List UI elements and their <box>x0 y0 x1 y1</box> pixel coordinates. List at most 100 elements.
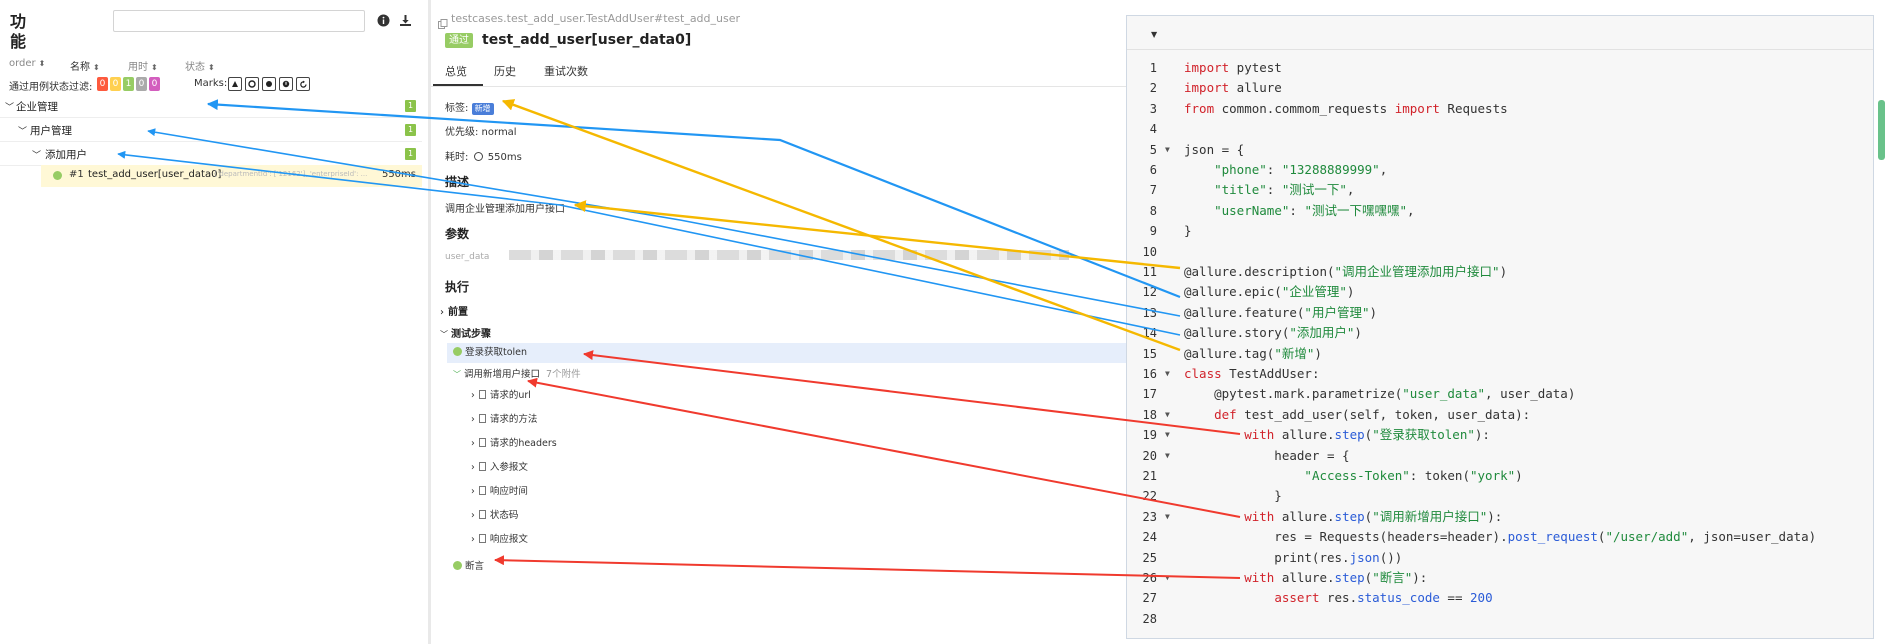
tab-history[interactable]: 历史 <box>494 65 516 78</box>
count-badge: 1 <box>405 100 416 112</box>
attachment-item[interactable]: ›请求的headers <box>471 438 557 449</box>
status-filter-label: 通过用例状态过滤: <box>9 82 93 93</box>
line-number: 11 <box>1142 265 1157 279</box>
tree-panel: 功能 order⬍ 名称⬍ 用时⬍ 状态⬍ 通过用例状态过滤: 0 0 1 0 … <box>0 0 428 644</box>
tree-group-story[interactable]: ﹀ 添加用户 1 <box>0 142 422 166</box>
code-text: class TestAddUser: <box>1184 366 1320 381</box>
chevron-down-icon: ﹀ <box>440 330 448 339</box>
sort-name[interactable]: 名称⬍ <box>70 62 100 73</box>
retries-mark-icon[interactable] <box>296 77 310 91</box>
attachment-item[interactable]: ›请求的方法 <box>471 414 538 425</box>
code-text: @allure.tag("新增") <box>1184 345 1322 361</box>
test-detail-panel: testcases.test_add_user.TestAddUser#test… <box>431 0 1126 644</box>
clock-icon <box>473 151 483 161</box>
line-number: 7 <box>1149 183 1157 198</box>
code-text: @allure.story("添加用户") <box>1184 325 1362 341</box>
tree-label: 添加用户 <box>45 149 87 161</box>
tag-badge: 新增 <box>471 103 494 115</box>
line-number: 14 <box>1142 326 1157 341</box>
line-number: 8 <box>1149 203 1157 218</box>
active-tab-indicator <box>433 84 483 86</box>
breadcrumb: testcases.test_add_user.TestAddUser#test… <box>451 12 741 25</box>
count-badge: 1 <box>405 124 416 136</box>
fold-icon[interactable]: ▼ <box>1165 369 1170 378</box>
attachment-item[interactable]: ›状态码 <box>471 510 519 521</box>
sort-duration[interactable]: 用时⬍ <box>128 62 158 73</box>
line-number: 10 <box>1142 244 1157 259</box>
filter-broken[interactable]: 0 <box>110 77 121 91</box>
line-number: 15 <box>1142 346 1157 361</box>
attachment-item[interactable]: ›入参报文 <box>471 462 528 473</box>
tree-group-epic[interactable]: ﹀ 企业管理 1 <box>0 94 422 118</box>
line-number: 20 <box>1142 448 1157 463</box>
tab-overview[interactable]: 总览 <box>445 65 467 78</box>
code-text: header = { <box>1184 447 1350 463</box>
tree-group-feature[interactable]: ﹀ 用户管理 1 <box>0 118 422 142</box>
filter-passed[interactable]: 1 <box>123 77 134 91</box>
code-line: 17 @pytest.mark.parametrize("user_data",… <box>1127 384 1873 404</box>
code-line: 4 <box>1127 119 1873 139</box>
new-passed-mark-icon[interactable] <box>262 77 276 91</box>
count-badge: 1 <box>405 148 416 160</box>
step-login[interactable]: 登录获取tolen <box>453 343 527 363</box>
line-number: 25 <box>1142 550 1157 565</box>
chevron-down-icon: ﹀ <box>18 127 28 137</box>
attachment-item[interactable]: ›请求的url <box>471 390 531 401</box>
tags-label: 标签: <box>445 103 469 114</box>
case-order: #1 <box>69 169 84 180</box>
download-icon[interactable] <box>398 13 413 28</box>
filter-skipped[interactable]: 0 <box>136 77 147 91</box>
fold-icon[interactable]: ▼ <box>1165 450 1170 460</box>
line-number: 24 <box>1142 530 1157 545</box>
fold-icon[interactable]: ▼ <box>1165 511 1170 521</box>
code-line: 21 "Access-Token": token("york") <box>1127 466 1873 486</box>
description-heading: 描述 <box>445 175 470 189</box>
attachment-item[interactable]: ›响应时间 <box>471 486 528 497</box>
code-line: 10 <box>1127 242 1873 262</box>
sort-status[interactable]: 状态⬍ <box>185 62 215 73</box>
line-number: 5 <box>1149 142 1157 157</box>
line-number: 13 <box>1142 305 1157 320</box>
code-text: "userName": "测试一下嘿嘿嘿", <box>1214 202 1415 218</box>
attachment-label: 请求的方法 <box>489 414 538 425</box>
code-line: 11@allure.description("调用企业管理添加用户接口") <box>1127 262 1873 282</box>
fold-icon[interactable]: ▼ <box>1165 573 1170 582</box>
step-add-user[interactable]: ﹀调用新增用户接口 7个附件 <box>453 365 581 385</box>
code-text: from common.commom_requests import Reque… <box>1184 100 1508 116</box>
code-text: import pytest <box>1184 60 1282 75</box>
new-broken-mark-icon[interactable] <box>279 77 293 91</box>
code-line: 3 from common.commom_requests import Requ… <box>1127 99 1873 119</box>
line-number: 16 <box>1142 367 1157 381</box>
case-duration: 550ms <box>381 169 416 180</box>
search-input[interactable] <box>113 10 365 32</box>
test-body-section[interactable]: ﹀测试步骤 <box>440 325 491 340</box>
setup-section[interactable]: ›前置 <box>440 303 468 318</box>
fold-icon[interactable]: ▼ <box>1165 430 1170 440</box>
file-icon <box>478 462 486 471</box>
fold-icon[interactable]: ▼ <box>1165 144 1170 154</box>
filter-unknown[interactable]: 0 <box>149 77 160 91</box>
attachment-label: 响应报文 <box>489 534 528 545</box>
scrollbar-thumb[interactable] <box>1878 100 1885 160</box>
step-assert[interactable]: 断言 <box>453 557 484 577</box>
info-icon[interactable] <box>376 13 391 28</box>
new-failed-mark-icon[interactable] <box>245 77 259 91</box>
line-number: 18 <box>1142 407 1157 422</box>
sort-order[interactable]: order⬍ <box>9 58 46 69</box>
passed-icon <box>453 347 462 356</box>
code-line: 13@allure.feature("用户管理") <box>1127 303 1873 323</box>
description-text: 调用企业管理添加用户接口 <box>445 204 565 215</box>
caret-down-icon[interactable]: ▼ <box>1151 30 1158 39</box>
status-badge: 通过 <box>445 33 473 48</box>
line-number: 3 <box>1149 101 1157 116</box>
attachment-item[interactable]: ›响应报文 <box>471 534 528 545</box>
step-label: 登录获取tolen <box>465 347 528 358</box>
code-text: "phone": "13288889999", <box>1214 162 1388 177</box>
flaky-mark-icon[interactable] <box>228 77 242 91</box>
test-case-row[interactable]: #1 test_add_user[user_data0] {'departmen… <box>41 165 422 187</box>
fold-icon[interactable]: ▼ <box>1165 409 1170 419</box>
copy-icon[interactable] <box>438 14 448 33</box>
tab-retries[interactable]: 重试次数 <box>544 65 588 78</box>
filter-failed[interactable]: 0 <box>97 77 108 91</box>
